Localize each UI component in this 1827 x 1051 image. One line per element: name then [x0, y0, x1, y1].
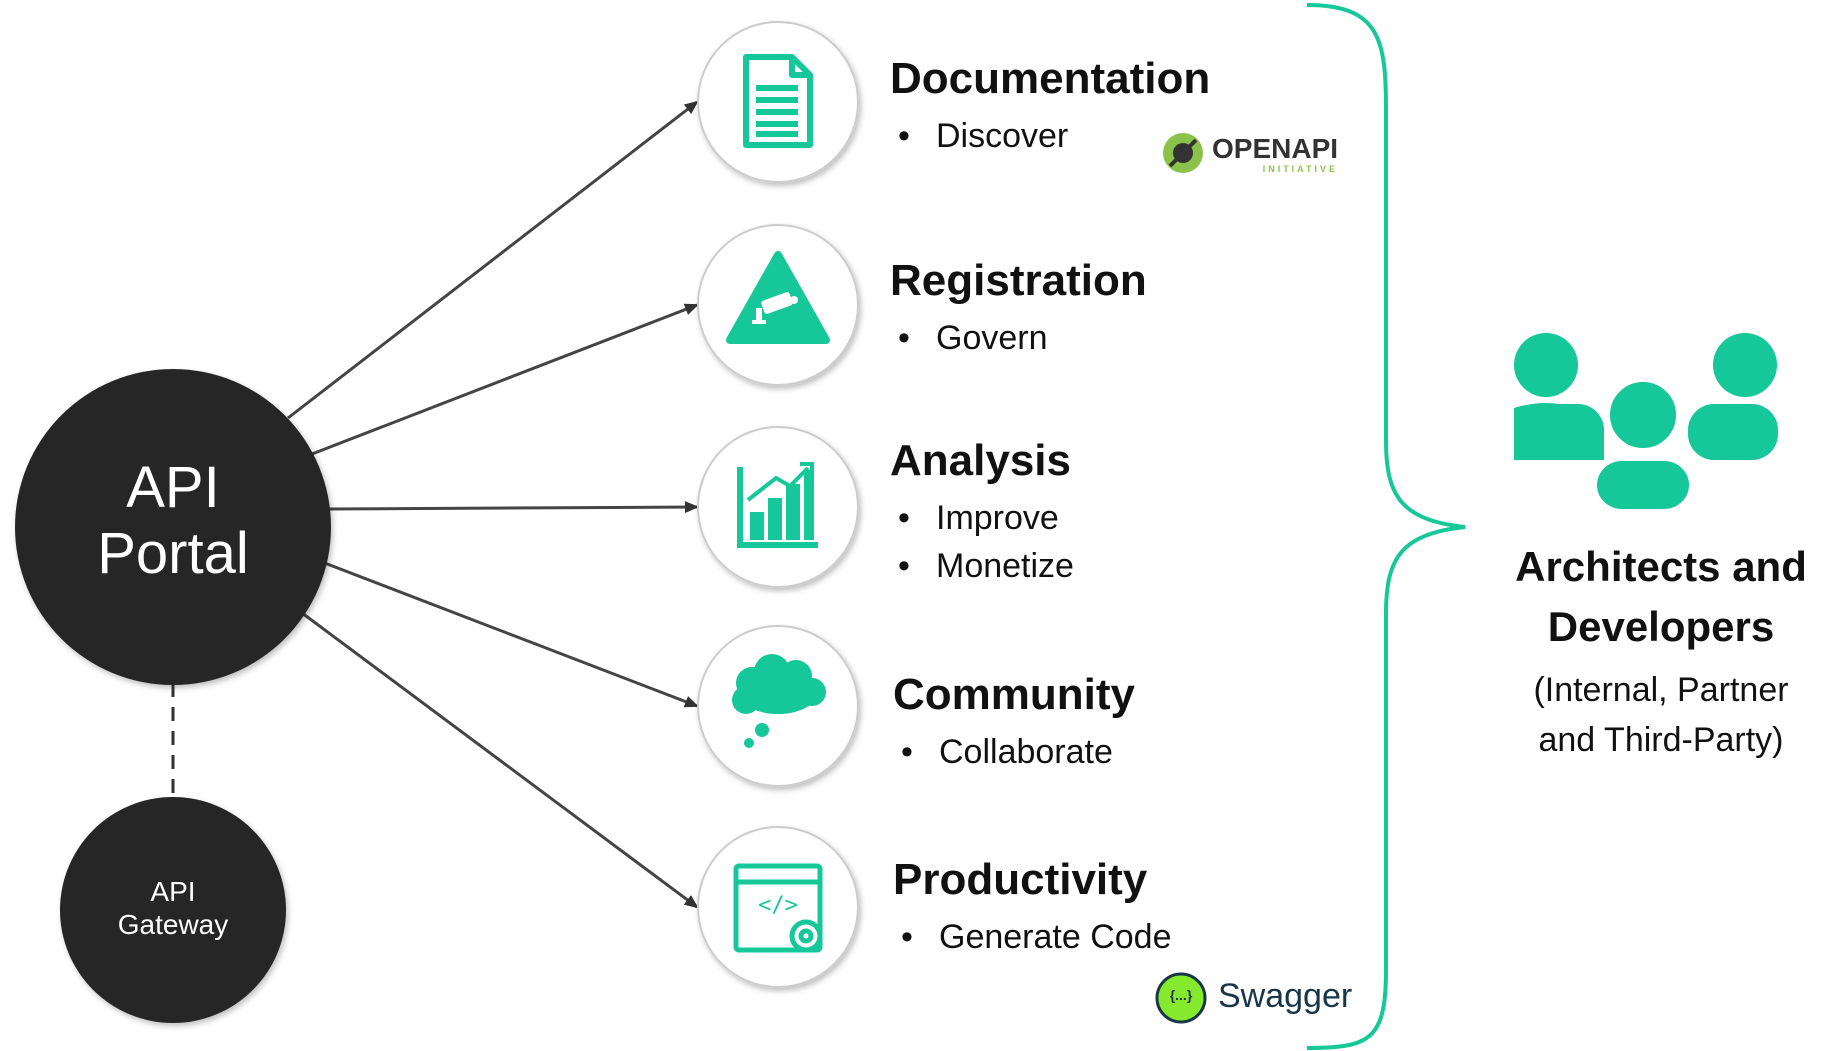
code-window-gear-icon: </> — [733, 863, 823, 953]
bar-chart-growth-icon — [737, 462, 818, 548]
feature-bullet: Improve — [890, 494, 1074, 542]
openapi-logo-text: OPENAPI INITIATIVE — [1212, 133, 1339, 175]
swagger-logo-text: Swagger — [1218, 977, 1353, 1015]
audience-title-line1: Architects and — [1515, 543, 1807, 590]
feature-bullet: Govern — [890, 314, 1048, 362]
svg-text:</>: </> — [758, 893, 798, 918]
arrow-productivity — [297, 608, 699, 909]
audience-title-line2: Developers — [1547, 603, 1775, 650]
api-portal-label-line1: API — [126, 455, 220, 520]
audience-brace — [1306, 3, 1466, 1050]
api-portal-node — [15, 369, 331, 685]
arrow-analysis — [327, 501, 699, 514]
feature-bullet: Discover — [890, 112, 1068, 160]
audience-subtitle-line2: and Third-Party) — [1538, 721, 1784, 759]
audience-subtitle-line1: (Internal, Partner — [1533, 671, 1789, 709]
api-gateway-label-line1: API — [150, 876, 196, 907]
swagger-logo-mark — [1155, 972, 1207, 1024]
feature-title-documentation: Documentation — [890, 54, 1211, 103]
api-portal-label-line2: Portal — [97, 521, 249, 586]
users-group-icon — [1514, 333, 1778, 515]
api-gateway-label-line2: Gateway — [117, 909, 229, 940]
feature-bullets-analysis: Improve Monetize — [890, 494, 1074, 590]
api-gateway-node — [60, 797, 286, 1023]
openapi-logo-tagline: INITIATIVE — [1262, 164, 1339, 174]
audience-subtitle: (Internal, Partner and Third-Party) — [1495, 665, 1827, 765]
api-portal-label: API Portal — [15, 455, 331, 587]
feature-bullets-community: Collaborate — [893, 728, 1113, 776]
feature-title-community: Community — [893, 670, 1135, 719]
openapi-logo-mark — [1163, 133, 1203, 173]
arrow-community — [321, 560, 699, 708]
feature-bullets-productivity: Generate Code — [893, 913, 1172, 961]
feature-bullet: Generate Code — [893, 913, 1172, 961]
feature-bullets-registration: Govern — [890, 314, 1048, 362]
security-camera-warning-icon — [726, 251, 830, 344]
audience-title: Architects and Developers — [1495, 537, 1827, 657]
openapi-logo-name: OPENAPI — [1212, 133, 1339, 164]
document-icon — [743, 54, 813, 148]
arrow-documentation — [287, 100, 699, 420]
api-gateway-label: API Gateway — [60, 875, 286, 941]
feature-bullets-documentation: Discover — [890, 112, 1068, 160]
swagger-logo-symbol: {...} — [1169, 987, 1193, 1003]
feature-bullet: Collaborate — [893, 728, 1113, 776]
feature-title-productivity: Productivity — [893, 855, 1148, 904]
feature-title-registration: Registration — [890, 256, 1147, 305]
feature-bullet: Monetize — [890, 542, 1074, 590]
arrow-registration — [311, 303, 699, 456]
thought-cloud-icon — [732, 654, 826, 748]
feature-title-analysis: Analysis — [890, 436, 1071, 485]
